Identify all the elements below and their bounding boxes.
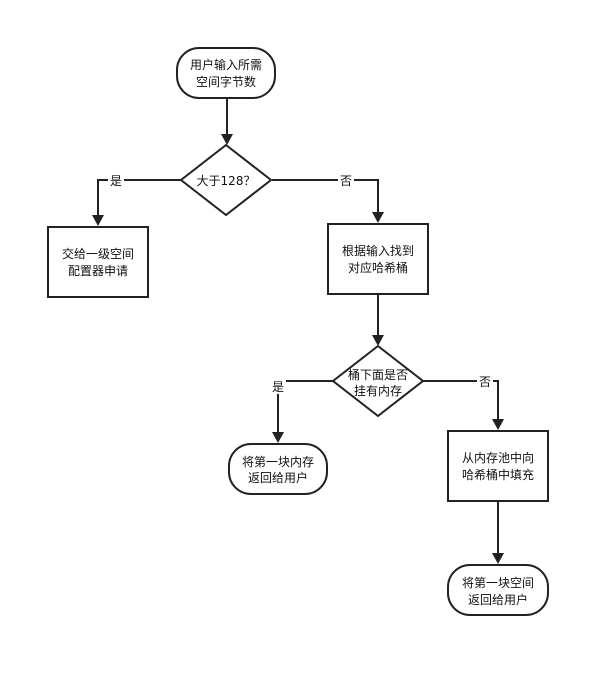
node-return-first-space-line-2: 返回给用户	[468, 592, 528, 607]
node-fill-from-pool-line-2: 哈希桶中填充	[462, 467, 534, 482]
edge-check-yes	[97, 179, 181, 217]
node-check-128: 大于128？	[179, 143, 273, 217]
arrowhead	[372, 335, 384, 346]
edges	[92, 98, 504, 564]
edge-label-no-2: 否	[479, 375, 491, 389]
edge-label-no-1: 否	[340, 174, 352, 188]
arrowhead	[92, 215, 104, 226]
node-fill-from-pool-line-1: 从内存池中向	[462, 450, 534, 465]
node-find-bucket: 根据输入找到 对应哈希桶	[327, 223, 429, 295]
node-return-first-memory: 将第一块内存 返回给用户	[228, 443, 328, 495]
node-return-first-memory-line-2: 返回给用户	[248, 470, 308, 485]
edge-check-no	[272, 179, 379, 214]
node-second-level: 交给一级空间 配置器申请	[47, 226, 149, 298]
node-start-line-2: 空间字节数	[196, 74, 256, 89]
arrowhead	[372, 212, 384, 223]
arrowhead	[492, 419, 504, 430]
node-fill-from-pool: 从内存池中向 哈希桶中填充	[447, 430, 549, 502]
node-check-128-label: 大于128？	[197, 174, 256, 188]
edge-label-yes-2: 是	[272, 380, 284, 394]
edge-labels: 是 否 是 否	[108, 173, 493, 394]
edge-label-yes-1: 是	[110, 174, 122, 188]
node-second-level-line-2: 配置器申请	[68, 264, 128, 278]
node-find-bucket-line-1: 根据输入找到	[342, 243, 414, 258]
node-check-bucket-line-2: 挂有内存	[354, 384, 402, 398]
node-start-line-1: 用户输入所需	[190, 57, 262, 72]
node-return-first-space: 将第一块空间 返回给用户	[447, 564, 549, 616]
edge-bucket-yes	[277, 380, 333, 434]
node-return-first-space-line-1: 将第一块空间	[462, 576, 534, 590]
node-second-level-line-1: 交给一级空间	[62, 246, 134, 261]
node-find-bucket-line-2: 对应哈希桶	[348, 260, 408, 275]
edge-bucket-no	[423, 380, 499, 421]
node-check-bucket: 桶下面是否 挂有内存	[331, 344, 425, 418]
node-check-bucket-line-1: 桶下面是否	[348, 367, 408, 382]
node-start: 用户输入所需 空间字节数	[176, 47, 276, 99]
arrowhead	[492, 553, 504, 564]
arrowhead	[272, 432, 284, 443]
node-return-first-memory-line-1: 将第一块内存	[242, 455, 314, 469]
arrowhead	[221, 134, 233, 145]
